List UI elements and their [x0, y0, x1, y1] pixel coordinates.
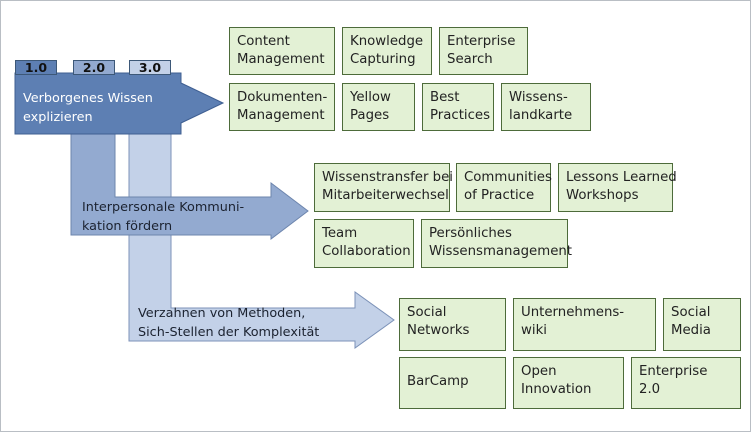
- box-text: landkarte: [509, 108, 573, 123]
- box-text: Search: [447, 52, 493, 67]
- box-text: Networks: [407, 323, 470, 338]
- stage-3-label-line: Verzahnen von Methoden,: [138, 306, 306, 321]
- box-text: Workshops: [566, 188, 639, 203]
- box-text: wiki: [521, 323, 547, 338]
- box-text: Social: [671, 305, 711, 320]
- box-text: Wissenstransfer bei: [322, 170, 453, 185]
- box-text: Communities: [464, 170, 552, 185]
- box-text: Dokumenten-: [237, 90, 328, 105]
- method-box-social-media: Social Media: [663, 298, 741, 351]
- box-text: 2.0: [639, 382, 661, 397]
- box-text: BarCamp: [407, 374, 469, 389]
- method-box-enterprise-search: Enterprise Search: [439, 27, 528, 75]
- method-box-wissenstransfer: Wissenstransfer bei Mitarbeiterwechsel: [314, 163, 453, 212]
- method-box-open-innovation: Open Innovation: [513, 357, 624, 409]
- stage-1-label-line: Verborgenes Wissen: [23, 91, 153, 106]
- box-text: Best: [430, 90, 460, 105]
- method-box-social-networks: Social Networks: [399, 298, 506, 351]
- method-box-persoenliches-wissensmanagement: Persönliches Wissensmanagement: [421, 219, 573, 268]
- box-text: Wissensmanagement: [429, 244, 573, 259]
- method-box-team-collaboration: Team Collaboration: [314, 219, 414, 268]
- method-box-unternehmenswiki: Unternehmens- wiki: [513, 298, 656, 351]
- box-text: Yellow: [350, 90, 391, 105]
- box-text: Enterprise: [447, 34, 516, 49]
- method-box-lessons-learned: Lessons Learned Workshops: [558, 163, 677, 212]
- method-box-knowledge-capturing: Knowledge Capturing: [342, 27, 432, 75]
- method-box-wissenslandkarte: Wissens- landkarte: [501, 83, 591, 131]
- box-text: Social: [407, 305, 447, 320]
- method-box-content-management: Content Management: [229, 27, 335, 75]
- box-text: Persönliches: [429, 226, 512, 241]
- box-text: Pages: [350, 108, 390, 123]
- box-text: Mitarbeiterwechsel: [322, 188, 449, 203]
- stage-2-label-line: Interpersonale Kommuni-: [82, 200, 245, 215]
- stage-3-label: Verzahnen von Methoden, Sich-Stellen der…: [138, 304, 319, 342]
- box-text: Collaboration: [322, 244, 411, 259]
- method-box-barcamp: BarCamp: [399, 357, 506, 409]
- method-box-best-practices: Best Practices: [422, 83, 494, 131]
- box-text: Wissens-: [509, 90, 568, 105]
- version-tab-3: 3.0: [129, 60, 171, 75]
- version-tab-1: 1.0: [15, 60, 57, 75]
- arrow-version-1: [14, 72, 225, 135]
- box-text: Unternehmens-: [521, 305, 625, 320]
- arrow-version-2: [70, 72, 309, 241]
- stage-3-label-line: Sich-Stellen der Komplexität: [138, 325, 320, 340]
- box-text: Capturing: [350, 52, 416, 67]
- box-text: Practices: [430, 108, 491, 123]
- box-text: Knowledge: [350, 34, 424, 49]
- stage-1-label-line: explizieren: [23, 110, 93, 125]
- box-text: Content: [237, 34, 290, 49]
- method-box-yellow-pages: Yellow Pages: [342, 83, 415, 131]
- method-box-dokumenten-management: Dokumenten- Management: [229, 83, 335, 131]
- stage-2-label: Interpersonale Kommuni- kation fördern: [82, 198, 244, 236]
- box-text: Management: [237, 108, 325, 123]
- box-text: Innovation: [521, 382, 592, 397]
- box-text: Lessons Learned: [566, 170, 677, 185]
- box-text: of Practice: [464, 188, 535, 203]
- version-tab-2: 2.0: [73, 60, 115, 75]
- box-text: Enterprise: [639, 364, 708, 379]
- method-box-communities-of-practice: Communities of Practice: [456, 163, 552, 212]
- stage-2-label-line: kation fördern: [82, 219, 173, 234]
- box-text: Media: [671, 323, 711, 338]
- box-text: Team: [322, 226, 358, 241]
- stage-1-label: Verborgenes Wissen explizieren: [23, 89, 153, 127]
- method-box-enterprise-2-0: Enterprise 2.0: [631, 357, 741, 409]
- box-text: Management: [237, 52, 325, 67]
- box-text: Open: [521, 364, 557, 379]
